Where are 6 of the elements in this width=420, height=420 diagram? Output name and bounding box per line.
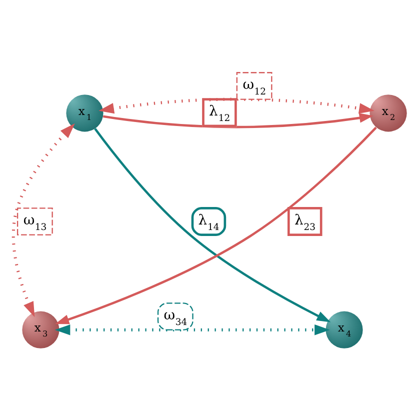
edge-label: λ$_{14}$ (198, 212, 220, 233)
edge-label: ω$_{34}$ (164, 307, 188, 328)
edge-label: ω$_{12}$ (242, 76, 266, 97)
edge-label: λ$_{23}$ (294, 212, 316, 233)
edge-label: λ$_{12}$ (209, 103, 230, 124)
edge-label: ω$_{13}$ (23, 212, 47, 233)
